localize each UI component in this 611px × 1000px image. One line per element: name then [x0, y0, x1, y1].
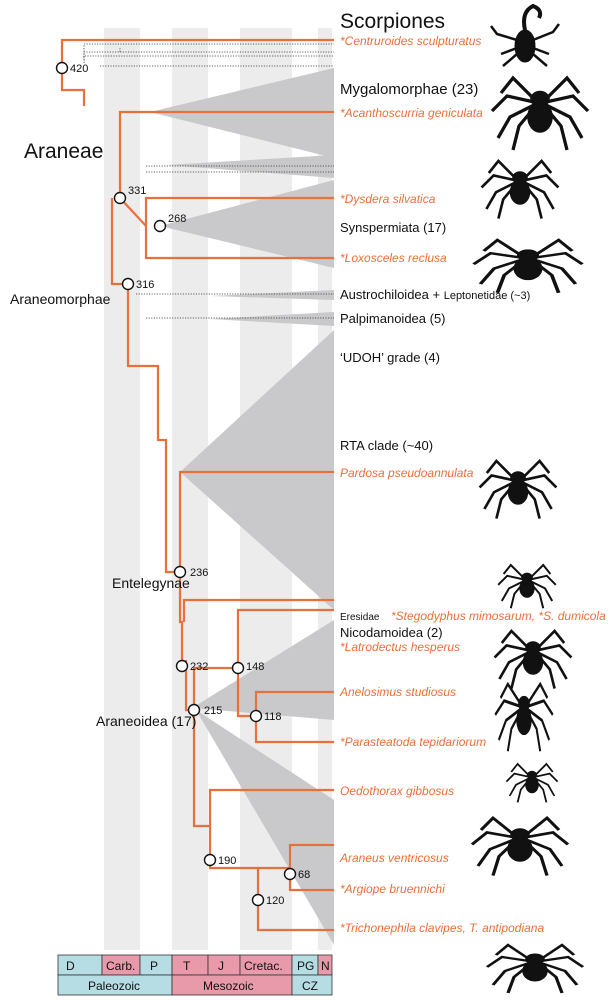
orbweaver-spider-icon	[506, 764, 557, 802]
period-pg: PG	[297, 959, 314, 973]
tip-anelosimus: Anelosimus studiosus	[339, 685, 456, 699]
tip-synspermiata: Synspermiata (17)	[340, 220, 446, 235]
tip-dysdera: *Dysdera silvatica	[340, 192, 436, 206]
svg-text:120: 120	[266, 895, 284, 907]
dysdera-spider-icon	[482, 161, 559, 219]
svg-text:118: 118	[264, 711, 282, 723]
tip-acanthoscurria: *Acanthoscurria geniculata	[340, 106, 483, 120]
svg-text:232: 232	[190, 661, 208, 673]
label-araneae: Araneae	[24, 140, 103, 163]
period-t: T	[183, 959, 191, 973]
label-entelegynae: Entelegynae	[112, 575, 190, 591]
argiope-spider-icon	[472, 818, 568, 876]
tip-oedothorax: Oedothorax gibbosus	[340, 784, 454, 798]
node-232: 232	[177, 661, 209, 674]
svg-text:236: 236	[190, 567, 208, 579]
tip-mygalomorphae: Mygalomorphae (23)	[340, 81, 478, 98]
svg-text:268: 268	[168, 213, 186, 225]
svg-text:331: 331	[128, 185, 146, 197]
timescale: D Carb. P T J Cretac. PG N Paleozoic Mes…	[58, 955, 332, 995]
tip-nicodamoidea: Nicodamoidea (2)	[340, 625, 443, 640]
svg-text:316: 316	[136, 279, 154, 291]
tip-centruroides: *Centruroides sculpturatus	[340, 34, 481, 48]
node-120: 120	[253, 895, 285, 908]
label-scorpiones: Scorpiones	[340, 10, 445, 33]
node-190: 190	[205, 855, 237, 868]
tip-stegodyphus: *Stegodyphus mimosarum, *S. dumicola	[391, 609, 606, 623]
tip-argiope: *Argiope bruennichi	[340, 882, 445, 896]
svg-text:190: 190	[218, 855, 236, 867]
tip-trichonephila: *Trichonephila clavipes, T. antipodiana	[340, 921, 544, 935]
period-cretac: Cretac.	[244, 959, 283, 973]
tip-loxosceles: *Loxosceles reclusa	[340, 251, 447, 265]
widow-spider-icon	[495, 631, 572, 689]
silhouettes	[472, 6, 588, 993]
period-j: J	[218, 959, 224, 973]
period-carb: Carb.	[106, 959, 135, 973]
node-420: 420	[57, 63, 89, 76]
era-cz: CZ	[302, 979, 318, 993]
tip-palpimanoidea: Palpimanoidea (5)	[340, 311, 446, 326]
svg-text:148: 148	[246, 661, 264, 673]
tip-parasteatoda: *Parasteatoda tepidariorum	[340, 735, 486, 749]
era-paleozoic: Paleozoic	[88, 979, 140, 993]
label-araneoidea: Araneoidea (17)	[96, 713, 196, 729]
tip-labels: *Centruroides sculpturatus Mygalomorphae…	[339, 34, 606, 935]
tip-eresidae: Eresidae	[340, 612, 380, 623]
wolf-spider-icon	[480, 461, 557, 519]
scorpion-icon	[491, 6, 559, 66]
tip-austrochiloidea: Austrochiloidea + Leptonetidae (~3)	[340, 287, 530, 302]
node-68: 68	[285, 869, 311, 882]
label-araneomorphae: Araneomorphae	[10, 291, 111, 307]
golden-orb-spider-icon	[487, 945, 583, 993]
recluse-spider-icon	[474, 240, 583, 293]
node-316: 316	[123, 279, 155, 292]
svg-text:420: 420	[70, 63, 88, 75]
period-d: D	[66, 959, 75, 973]
velvet-spider-icon	[498, 565, 556, 608]
tip-araneus: Araneus ventricosus	[339, 851, 449, 865]
tip-udoh: ‘UDOH’ grade (4)	[340, 350, 440, 365]
tip-pardosa: Pardosa pseudoannulata	[340, 466, 474, 480]
period-p: P	[150, 959, 158, 973]
node-148: 148	[233, 661, 265, 674]
svg-text:215: 215	[204, 705, 222, 717]
period-n: N	[321, 959, 330, 973]
svg-text:68: 68	[298, 869, 310, 881]
node-118: 118	[251, 711, 282, 724]
era-mesozoic: Mesozoic	[203, 979, 254, 993]
tip-latrodectus: *Latrodectus hesperus	[340, 640, 460, 654]
cobweb-spider-icon	[495, 684, 553, 751]
tarantula-icon	[492, 78, 588, 150]
tip-rta: RTA clade (~40)	[340, 438, 433, 453]
